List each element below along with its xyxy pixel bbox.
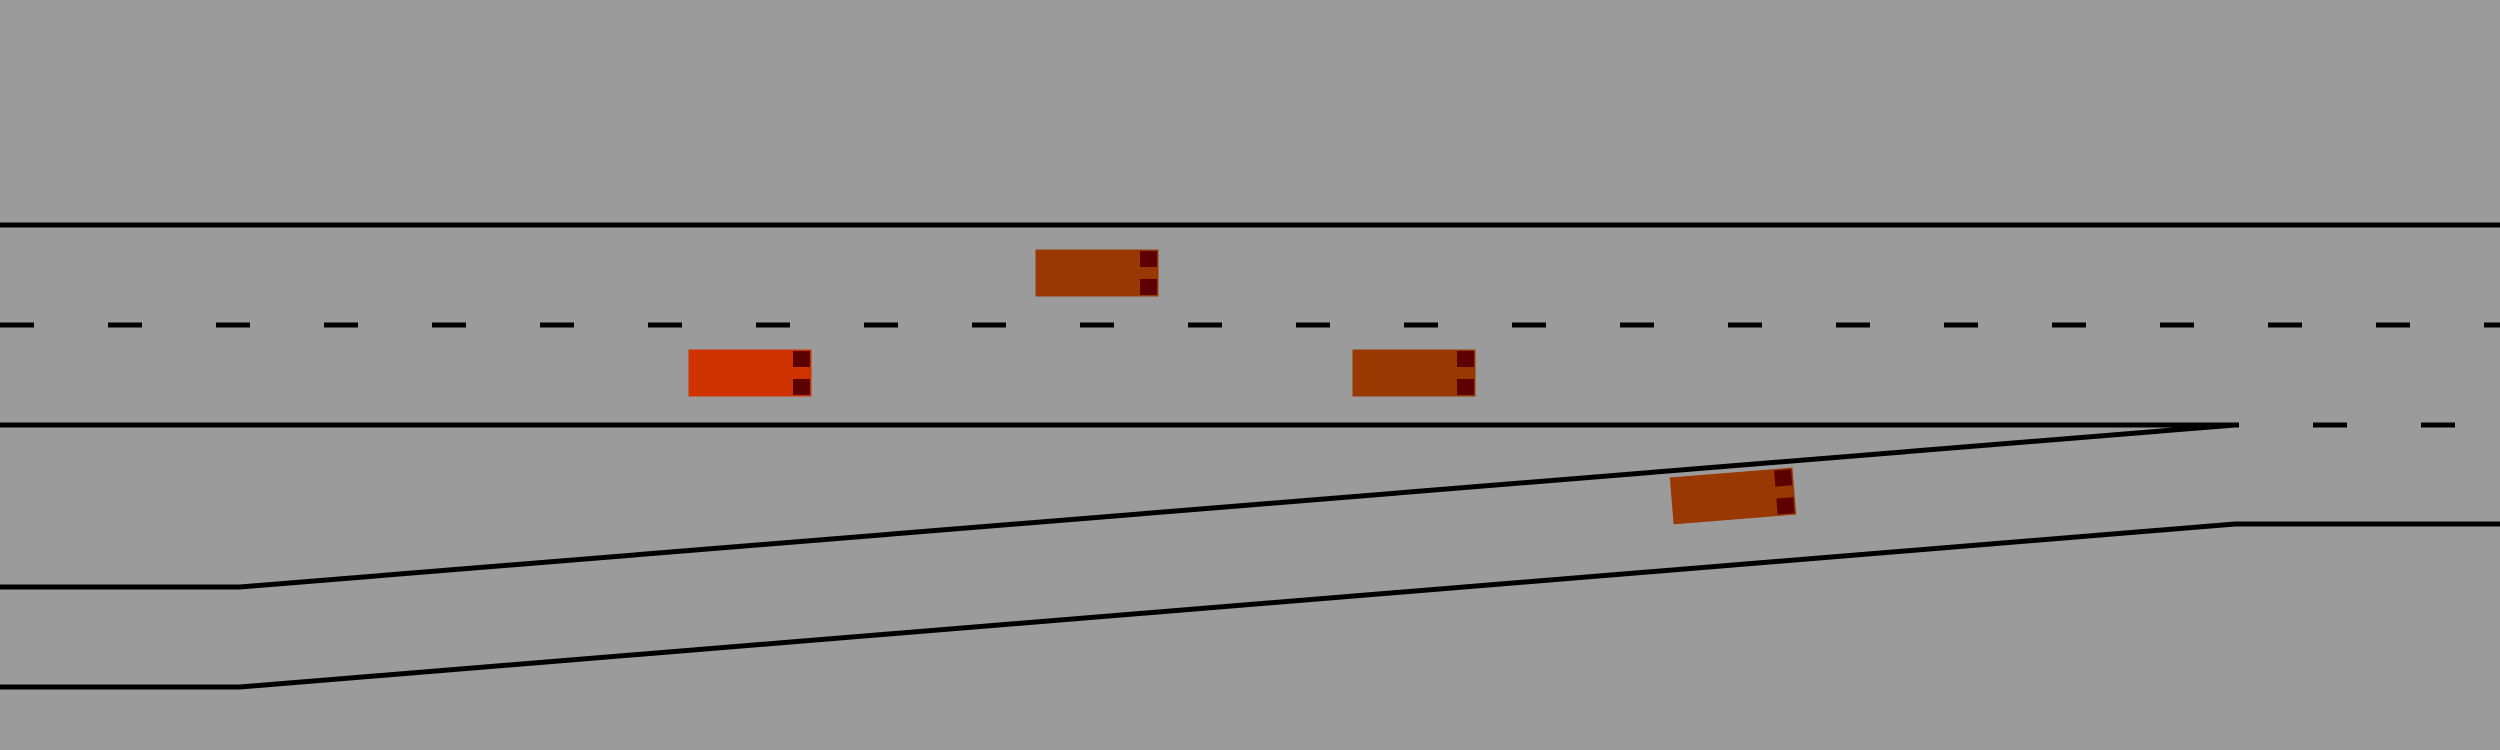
vehicle-body: [1668, 466, 1798, 526]
ego-vehicle-headlight-top: [793, 351, 810, 367]
ego-vehicle: [687, 348, 813, 398]
vehicle-headlight-top: [1774, 469, 1793, 487]
vehicle-headlight-bottom: [1776, 497, 1795, 515]
vehicle-headlight-top: [1140, 251, 1157, 267]
vehicle-headlight-top: [1457, 351, 1474, 367]
ego-vehicle-headlight-bottom: [793, 379, 810, 395]
other-vehicle: [1351, 348, 1477, 398]
vehicle-body: [1351, 348, 1477, 398]
merging-vehicle: [1668, 466, 1798, 526]
vehicle-headlight-bottom: [1140, 279, 1157, 295]
ramp-upper-edge: [0, 422, 2236, 590]
ramp-lower-edge: [0, 521, 2500, 690]
vehicle-headlight-bottom: [1457, 379, 1474, 395]
vehicle-body: [1034, 248, 1160, 298]
ego-vehicle-body: [687, 348, 813, 398]
other-vehicle: [1034, 248, 1160, 298]
